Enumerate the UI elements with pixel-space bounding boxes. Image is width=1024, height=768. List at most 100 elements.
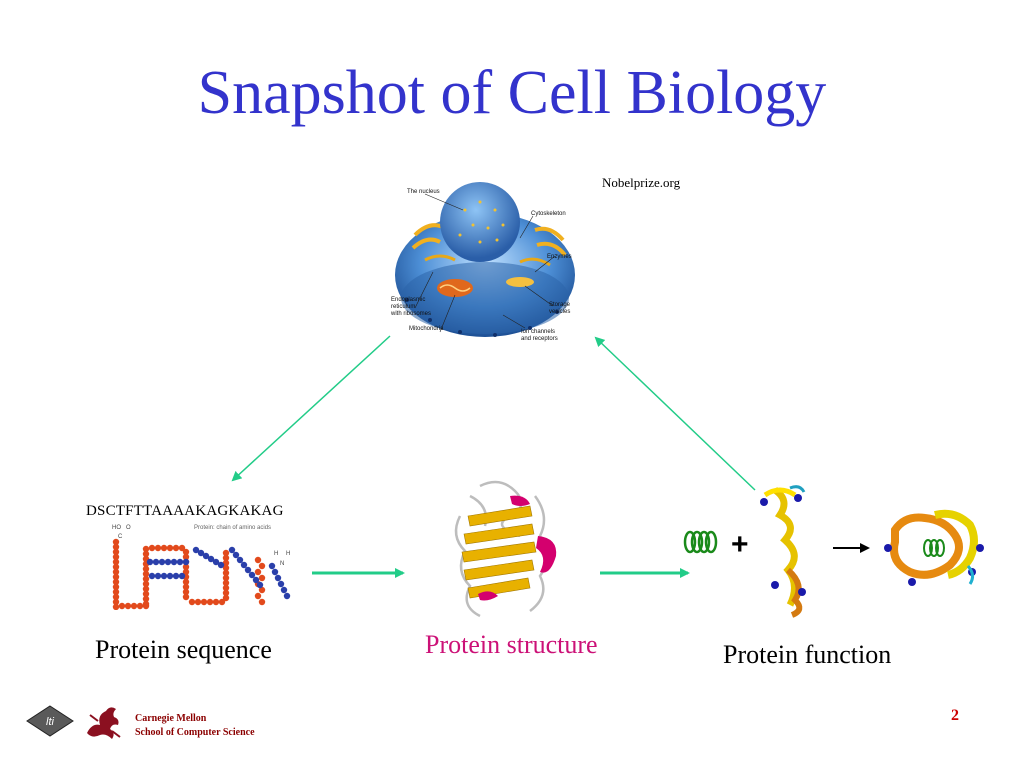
label-protein-sequence: Protein sequence [95,635,272,664]
amino-acid-bead [244,566,252,574]
amino-acid-bead [176,558,184,566]
amino-acid-bead [248,571,256,579]
amino-acid-bead [258,574,266,582]
amino-acid-bead [112,573,120,581]
amino-acid-bead [182,593,190,601]
calmodulin-bound [884,509,984,586]
amino-acid-bead [142,550,150,558]
amino-acid-bead [178,544,186,552]
amino-acid-bead [142,570,150,578]
amino-acid-bead [271,568,279,576]
slide-title: Snapshot of Cell Biology [197,59,827,127]
chain-label-c: C [118,534,123,540]
amino-acid-bead [142,600,150,608]
amino-acid-bead [202,552,210,560]
amino-acid-bead [170,558,178,566]
amino-acid-bead [258,562,266,570]
amino-acid-bead [112,578,120,586]
amino-acid-bead [178,572,186,580]
amino-acid-bead [182,568,190,576]
amino-acid-bead [252,576,260,584]
institution-name: Carnegie Mellon School of Computer Scien… [135,712,255,740]
amino-acid-bead [222,559,230,567]
amino-acid-bead [212,558,220,566]
amino-acid-bead [222,589,230,597]
cell-label-storage-1: Storage [549,302,571,308]
amino-acid-bead [206,598,214,606]
chain-caption: Protein: chain of amino acids [194,525,271,531]
cell-label-storage-2: vesicles [549,309,570,315]
amino-acid-bead [182,553,190,561]
amino-acid-bead [222,549,230,557]
amino-acid-bead [112,568,120,576]
amino-acid-bead [258,598,266,606]
amino-acid-bead [142,595,150,603]
amino-acid-bead [142,585,150,593]
amino-acid-bead [154,544,162,552]
amino-acid-bead [142,580,150,588]
amino-acid-bead [148,572,156,580]
institution-line-2: School of Computer Science [135,727,255,738]
amino-acid-bead [254,592,262,600]
label-protein-function: Protein function [723,640,892,669]
amino-acid-bead [112,553,120,561]
svg-text:lti: lti [46,716,55,728]
amino-acid-bead [212,598,220,606]
amino-acid-bead [228,546,236,554]
amino-acid-bead [112,548,120,556]
amino-acid-bead [182,588,190,596]
amino-acid-bead [268,562,276,570]
amino-acid-bead [164,558,172,566]
amino-acid-bead [112,603,120,610]
amino-acid-bead [256,581,264,589]
cell-label-mitochondria: Mitochondria [409,326,444,332]
er-folds [411,223,567,257]
amino-acid-bead [154,572,162,580]
plus-sign: + [731,528,749,561]
amino-acid-bead [236,556,244,564]
amino-acid-bead [160,572,168,580]
amino-acid-bead [283,592,291,600]
amino-acid-bead [232,551,240,559]
protein-structure-image [454,480,557,618]
amino-acid-bead [112,563,120,571]
cell-label-cytoskeleton: Cytoskeleton [531,211,566,217]
amino-acid-bead [182,558,190,566]
amino-acid-bead [148,544,156,552]
amino-acid-bead [254,568,262,576]
amino-acid-bead [112,583,120,591]
amino-acid-bead [152,558,160,566]
amino-acid-bead [130,602,138,610]
amino-acid-bead [142,565,150,573]
amino-acid-bead [166,572,174,580]
cell-label-er-2: reticulum [391,304,415,310]
chain-label-ho: HO [112,525,121,531]
amino-acid-bead [172,544,180,552]
amino-acid-bead [277,580,285,588]
amino-acid-bead [160,544,168,552]
image-source: Nobelprize.org [602,175,681,190]
amino-acid-bead [146,558,154,566]
protein-function-image [683,485,984,618]
amino-acid-bead [222,584,230,592]
amino-acid-bead [158,558,166,566]
amino-acid-bead [172,572,180,580]
chain-label-h1: H [274,551,278,557]
amino-acid-bead [112,538,120,546]
cell-label-enzymes: Enzymes [547,254,572,260]
institution-line-1: Carnegie Mellon [135,713,207,724]
amino-acid-bead [182,583,190,591]
page-number: 2 [951,707,959,724]
ligand-helix [683,530,718,554]
arrow-cell-to-sequence [231,335,391,482]
amino-acid-bead [182,578,190,586]
cell-label-nucleus: The nucleus [407,189,440,195]
amino-acid-bead [182,563,190,571]
amino-acid-bead [222,564,230,572]
amino-acid-bead [240,561,248,569]
amino-acid-chain: HO O C Protein: chain of amino acids H H… [112,525,291,610]
cell-label-er-1: Endoplasmic [391,297,425,303]
cell-label-ion-2: and receptors [521,336,558,342]
chain-label-n: N [280,561,284,567]
